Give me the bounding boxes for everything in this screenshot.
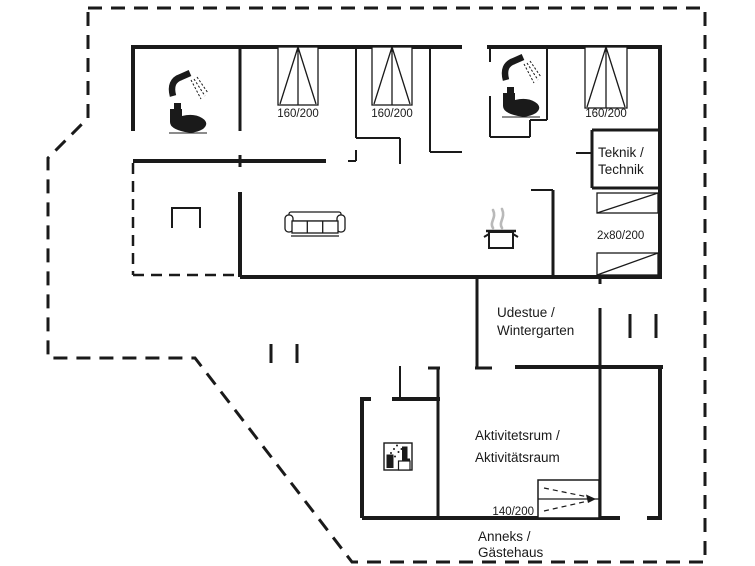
udestue-room-label-line1: Udestue / xyxy=(497,305,555,320)
bed1-size-label: 160/200 xyxy=(277,108,319,120)
sofa-cushion-dividers xyxy=(306,221,324,233)
bunk-bed-icon-top xyxy=(596,192,659,214)
bed-duvet-lines xyxy=(586,46,626,108)
washing-area-icon xyxy=(383,442,413,471)
double-bed-icon-3 xyxy=(584,46,628,109)
pot-handles xyxy=(483,233,519,238)
interior-walls-medium xyxy=(238,45,660,518)
cooking-pot-icon xyxy=(483,207,519,249)
dashed-boundary xyxy=(46,6,707,564)
aktivitetsrum-room-label-line1: Aktivitetsrum / xyxy=(475,428,560,443)
sofa-icon xyxy=(284,211,346,237)
sofa-seat xyxy=(291,220,339,234)
bed-duvet-lines xyxy=(279,46,317,105)
bed-duvet-lines xyxy=(373,46,411,105)
double-bed-icon-1 xyxy=(277,46,319,106)
teknik-room-label-line2: Technik xyxy=(598,162,644,177)
sofa-back xyxy=(288,211,342,222)
washing-basin xyxy=(397,460,411,471)
guest-bed-icon xyxy=(537,479,600,519)
anneks-room-label-line1: Anneks / xyxy=(478,529,531,544)
bunk-diagonal xyxy=(596,192,659,214)
fireplace-icon xyxy=(171,207,201,228)
interior-walls-thin xyxy=(348,45,592,399)
bathroom2-icons xyxy=(502,57,541,117)
steam-lines xyxy=(490,207,505,230)
bathroom1-icons xyxy=(169,73,208,133)
bed3-size-label: 160/200 xyxy=(585,108,627,120)
pullout-arrow-lines xyxy=(543,487,589,512)
teknik-room-label-line1: Teknik / xyxy=(598,145,644,160)
washing-detergent xyxy=(386,454,394,468)
udestue-room-label-line2: Wintergarten xyxy=(497,323,574,338)
guest-bed-size-label: 140/200 xyxy=(492,506,534,518)
pullout-arrow-head xyxy=(586,494,596,503)
post-markers xyxy=(269,314,658,363)
bunk-diagonal xyxy=(596,252,659,276)
washing-spray-dots xyxy=(390,444,403,458)
anneks-room-label-line2: Gästehaus xyxy=(478,545,544,560)
double-bed-icon-2 xyxy=(371,46,413,106)
terrace-dashed-edge xyxy=(131,163,240,277)
aktivitetsrum-room-label-line2: Aktivitätsraum xyxy=(475,450,560,465)
washing-tap xyxy=(402,446,410,463)
pot-body xyxy=(488,231,514,249)
bed2-size-label: 160/200 xyxy=(371,108,413,120)
bunk-size-label: 2x80/200 xyxy=(597,230,644,242)
bunk-bed-icon-bottom xyxy=(596,252,659,276)
